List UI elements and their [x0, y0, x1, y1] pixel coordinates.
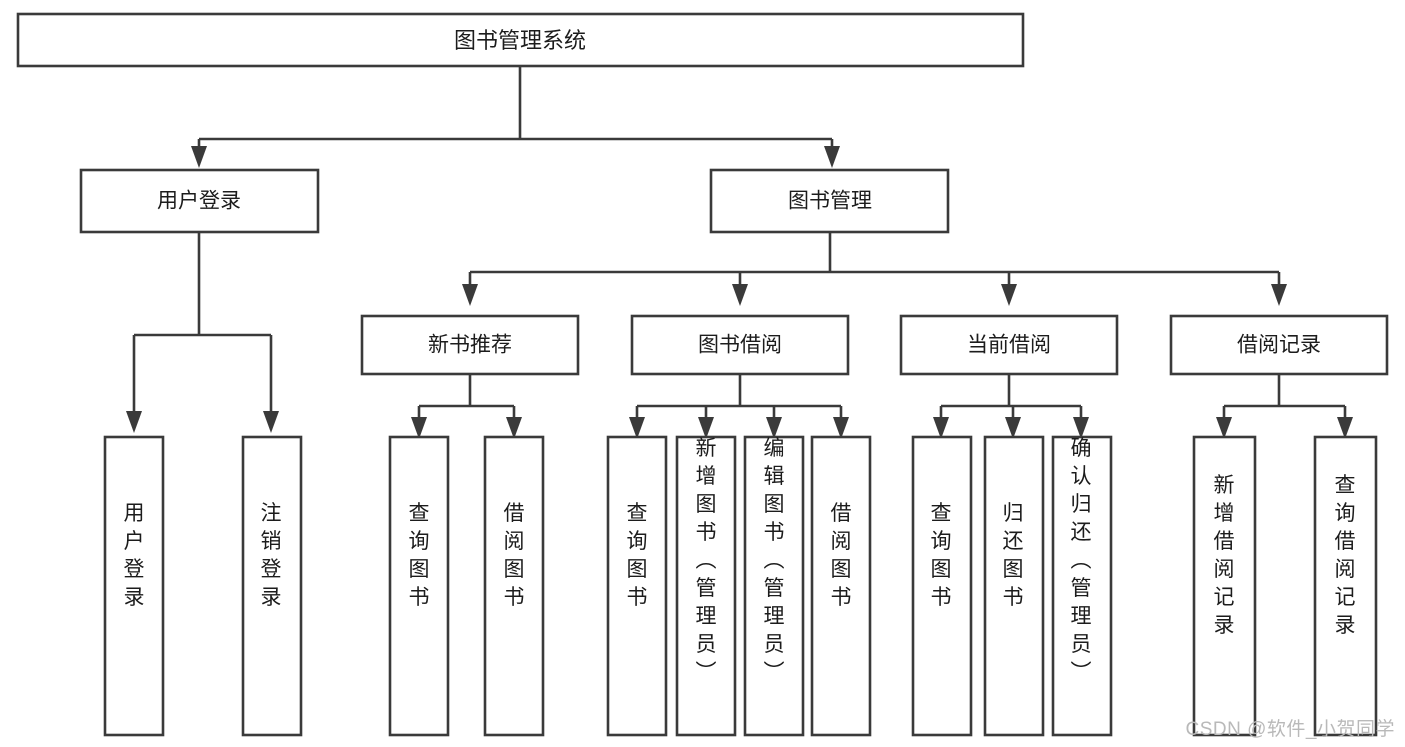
node-leaf-edit-book[interactable]: 编辑图书︵管理员︶	[743, 435, 805, 737]
node-leaf-query-borrow-record[interactable]: 查询借阅记录	[1313, 435, 1378, 737]
arrow-icon	[126, 411, 142, 433]
arrow-icon	[1271, 284, 1287, 306]
node-leaf-logout[interactable]: 注销登录	[241, 435, 303, 737]
node-leaf-confirm-return-label: 确认归还︵管理员︶	[1071, 437, 1092, 684]
node-leaf-confirm-return[interactable]: 确认归还︵管理员︶	[1051, 435, 1113, 737]
connector-root-to-level2	[191, 66, 840, 168]
connector-currentborrow-to-leaves	[933, 374, 1089, 439]
node-new-book-recommend-label: 新书推荐	[428, 334, 512, 357]
node-user-login[interactable]: 用户登录	[79, 168, 320, 234]
node-leaf-query-book-cb[interactable]: 查询图书	[911, 435, 973, 737]
node-leaf-add-borrow-record-label: 新增借阅记录	[1214, 474, 1235, 637]
node-borrow-record[interactable]: 借阅记录	[1169, 314, 1389, 376]
connector-borrowrecord-to-leaves	[1216, 374, 1353, 439]
arrow-icon	[191, 146, 207, 168]
arrow-icon	[824, 146, 840, 168]
node-leaf-query-book-bb[interactable]: 查询图书	[606, 435, 668, 737]
arrow-icon	[732, 284, 748, 306]
node-leaf-query-book-cb-label: 查询图书	[931, 502, 952, 609]
node-leaf-query-book-nb[interactable]: 查询图书	[388, 435, 450, 737]
node-leaf-query-borrow-record-label: 查询借阅记录	[1335, 474, 1356, 637]
node-leaf-borrow-book-bb[interactable]: 借阅图书	[810, 435, 872, 737]
node-leaf-query-book-nb-label: 查询图书	[409, 502, 430, 609]
node-root-label: 图书管理系统	[454, 28, 586, 53]
node-leaf-user-login-label: 用户登录	[124, 502, 145, 609]
node-leaf-borrow-book-bb-label: 借阅图书	[831, 502, 852, 609]
node-book-borrow[interactable]: 图书借阅	[630, 314, 850, 376]
node-leaf-borrow-book-nb[interactable]: 借阅图书	[483, 435, 545, 737]
node-book-management-label: 图书管理	[788, 190, 872, 213]
node-book-management[interactable]: 图书管理	[709, 168, 950, 234]
node-leaf-add-borrow-record[interactable]: 新增借阅记录	[1192, 435, 1257, 737]
node-leaf-edit-book-label: 编辑图书︵管理员︶	[764, 437, 785, 684]
node-leaf-logout-label: 注销登录	[261, 502, 282, 609]
node-leaf-return-book[interactable]: 归还图书	[983, 435, 1045, 737]
node-leaf-add-book-label: 新增图书︵管理员︶	[696, 437, 717, 684]
node-leaf-add-book[interactable]: 新增图书︵管理员︶	[675, 435, 737, 737]
node-book-borrow-label: 图书借阅	[698, 334, 782, 357]
connector-newbook-to-leaves	[411, 374, 522, 439]
connector-bookmgmt-to-level3	[462, 232, 1287, 306]
csdn-watermark: CSDN @软件_小贺同学	[1185, 719, 1395, 740]
node-borrow-record-label: 借阅记录	[1237, 334, 1321, 357]
node-leaf-return-book-label: 归还图书	[1003, 502, 1024, 609]
node-leaf-borrow-book-nb-label: 借阅图书	[504, 502, 525, 609]
node-leaf-user-login[interactable]: 用户登录	[103, 435, 165, 737]
arrow-icon	[1001, 284, 1017, 306]
node-root[interactable]: 图书管理系统	[16, 12, 1025, 68]
connector-bookborrow-to-leaves	[629, 374, 849, 439]
node-new-book-recommend[interactable]: 新书推荐	[360, 314, 580, 376]
connector-userlogin-to-leaves	[126, 232, 279, 433]
node-leaf-query-book-bb-label: 查询图书	[627, 502, 648, 609]
arrow-icon	[263, 411, 279, 433]
node-current-borrow-label: 当前借阅	[967, 334, 1051, 357]
arrow-icon	[462, 284, 478, 306]
node-user-login-label: 用户登录	[157, 190, 241, 213]
node-current-borrow[interactable]: 当前借阅	[899, 314, 1119, 376]
